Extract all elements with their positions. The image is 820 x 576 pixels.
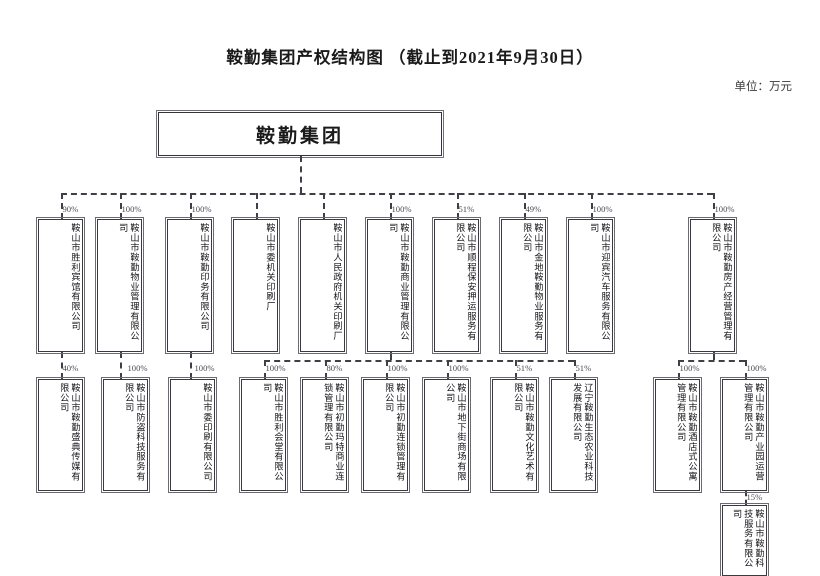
level2-drop-7: [523, 193, 526, 219]
level3-busA-drop-5: [385, 360, 388, 379]
level2-drop-6: [456, 193, 459, 219]
level2-node-7[interactable]: 鞍山市金地鞍勤物业服务有限公司: [499, 217, 548, 354]
level2-drop-9: [712, 193, 715, 219]
level3-busA-drop-8: [573, 360, 576, 379]
level3-node-3[interactable]: 鞍山市胜利会堂有限公司: [239, 377, 288, 493]
unit-label: 单位：万元: [734, 81, 793, 93]
level2-bus: [60, 193, 713, 195]
level3-pct-4: 80%: [326, 363, 343, 373]
level3-node-2[interactable]: 鞍山市委印刷有限公司: [168, 377, 217, 493]
page-title: 鞍勤集团产权结构图 （截止到2021年9月30日）: [226, 48, 594, 67]
level2-drop-3: [255, 193, 258, 219]
level2-node-9-label: 鞍山市鞍勤房产经营管理有限公司: [710, 223, 732, 341]
level2-drop-2: [189, 193, 192, 219]
level3-node-4-label: 鞍山市初勤玛特商业连锁管理有限公司: [322, 383, 344, 481]
level3-node-4[interactable]: 鞍山市初勤玛特商业连锁管理有限公司: [300, 377, 349, 493]
root-stem: [300, 156, 302, 193]
level3-node-7[interactable]: 鞍山市鞍勤文化艺术有限公司: [490, 377, 539, 493]
level2-node-2-label: 鞍山市鞍勤印务有限公司: [199, 223, 209, 331]
level3-drop-2: [189, 352, 192, 379]
level2-node-0-label: 鞍山市胜利宾馆有限公司: [70, 223, 80, 331]
level2-pct-8: 100%: [592, 204, 613, 214]
level2-node-7-label: 鞍山市金地鞍勤物业服务有限公司: [521, 223, 543, 341]
level3-busA-drop-4: [324, 360, 327, 379]
level2-node-6[interactable]: 鞍山市顺程保安押运服务有限公司: [432, 217, 481, 354]
level3-busA-drop-6: [446, 360, 449, 379]
level3-node-8[interactable]: 辽宁鞍勤生态农业科技发展有限公司: [549, 377, 598, 493]
level4-node-0[interactable]: 鞍山市鞍勤科技服务有限公司: [720, 503, 769, 576]
level3-busA-stem: [389, 352, 392, 360]
level2-node-0[interactable]: 鞍山市胜利宾馆有限公司: [36, 217, 85, 354]
level3-pct-9: 100%: [679, 363, 700, 373]
level2-drop-0: [60, 193, 63, 219]
level2-node-4-label: 鞍山市人民政府机关印刷厂: [332, 223, 342, 341]
level3-node-9-label: 鞍山市鞍勤酒店式公寓管理有限公司: [675, 383, 697, 481]
level2-pct-7: 49%: [525, 204, 542, 214]
level3-node-1[interactable]: 鞍山市防盗科技服务有限公司: [101, 377, 150, 493]
level2-node-3-label: 鞍山市委机关印刷厂: [265, 223, 275, 312]
level3-pct-0: 40%: [62, 363, 79, 373]
level4-drop-0: [744, 491, 747, 505]
level3-pct-1: 100%: [127, 363, 148, 373]
level3-pct-3: 100%: [265, 363, 286, 373]
level3-pct-7: 51%: [516, 363, 533, 373]
level3-busA-drop-7: [514, 360, 517, 379]
level3-pct-5: 100%: [387, 363, 408, 373]
level3-node-6-label: 鞍山市地下街商场有限公司: [444, 383, 466, 481]
level3-pct-8: 51%: [575, 363, 592, 373]
level3-node-2-label: 鞍山市委印刷有限公司: [202, 383, 212, 481]
level3-busB-drop-10: [744, 360, 747, 379]
level2-node-6-label: 鞍山市顺程保安押运服务有限公司: [454, 223, 476, 341]
level2-drop-4: [322, 193, 325, 219]
level2-pct-1: 100%: [121, 204, 142, 214]
level3-pct-2: 100%: [194, 363, 215, 373]
level2-node-1-label: 鞍山市鞍勤物业管理有限公司: [117, 223, 139, 341]
level2-drop-8: [590, 193, 593, 219]
level4-node-0-label: 鞍山市鞍勤科技服务有限公司: [731, 509, 764, 568]
level2-pct-0: 90%: [62, 204, 79, 214]
level2-drop-5: [389, 193, 392, 219]
level4-pct-0: 15%: [746, 492, 763, 502]
level3-node-9[interactable]: 鞍山市鞍勤酒店式公寓管理有限公司: [653, 377, 702, 493]
level3-node-10[interactable]: 鞍山市鞍勤产业园运营管理有限公司: [720, 377, 769, 493]
level3-node-5[interactable]: 鞍山市初勤连锁管理有限公司: [361, 377, 410, 493]
level2-node-8-label: 鞍山市迎宾汽车服务有限公司: [588, 223, 610, 341]
level3-drop-1: [119, 352, 122, 379]
level2-node-4[interactable]: 鞍山市人民政府机关印刷厂: [298, 217, 347, 354]
level2-node-9[interactable]: 鞍山市鞍勤房产经营管理有限公司: [688, 217, 737, 354]
level3-busA: [263, 360, 574, 362]
level2-node-5-label: 鞍山市鞍勤商业管理有限公司: [387, 223, 409, 341]
level3-node-1-label: 鞍山市防盗科技服务有限公司: [123, 383, 145, 481]
level2-node-3[interactable]: 鞍山市委机关印刷厂: [231, 217, 280, 354]
level3-busB: [677, 360, 745, 362]
level3-node-5-label: 鞍山市初勤连锁管理有限公司: [383, 383, 405, 481]
level3-pct-10: 100%: [746, 363, 767, 373]
level3-node-3-label: 鞍山市胜利会堂有限公司: [261, 383, 283, 481]
level2-drop-1: [119, 193, 122, 219]
level3-node-7-label: 鞍山市鞍勤文化艺术有限公司: [512, 383, 534, 481]
level2-pct-2: 100%: [191, 204, 212, 214]
level3-pct-6: 100%: [448, 363, 469, 373]
level2-pct-5: 100%: [391, 204, 412, 214]
root-node-ankin-group[interactable]: 鞍勤集团: [155, 109, 445, 159]
level3-node-6[interactable]: 鞍山市地下街商场有限公司: [422, 377, 471, 493]
root-node-label: 鞍勤集团: [255, 125, 344, 147]
level2-node-2[interactable]: 鞍山市鞍勤印务有限公司: [165, 217, 214, 354]
level3-busA-drop-3: [263, 360, 266, 379]
level3-node-10-label: 鞍山市鞍勤产业园运营管理有限公司: [742, 383, 764, 481]
level3-drop-0: [60, 352, 63, 379]
level2-pct-6: 51%: [458, 204, 475, 214]
level2-node-8[interactable]: 鞍山市迎宾汽车服务有限公司: [566, 217, 615, 354]
level3-node-0-label: 鞍山市鞍勤盛典传媒有限公司: [58, 383, 80, 481]
level3-busB-drop-9: [677, 360, 680, 379]
level2-node-1[interactable]: 鞍山市鞍勤物业管理有限公司: [95, 217, 144, 354]
level3-node-8-label: 辽宁鞍勤生态农业科技发展有限公司: [571, 383, 593, 481]
level3-busB-stem: [712, 352, 715, 360]
level2-node-5[interactable]: 鞍山市鞍勤商业管理有限公司: [365, 217, 414, 354]
level3-node-0[interactable]: 鞍山市鞍勤盛典传媒有限公司: [36, 377, 85, 493]
level2-pct-9: 100%: [714, 204, 735, 214]
